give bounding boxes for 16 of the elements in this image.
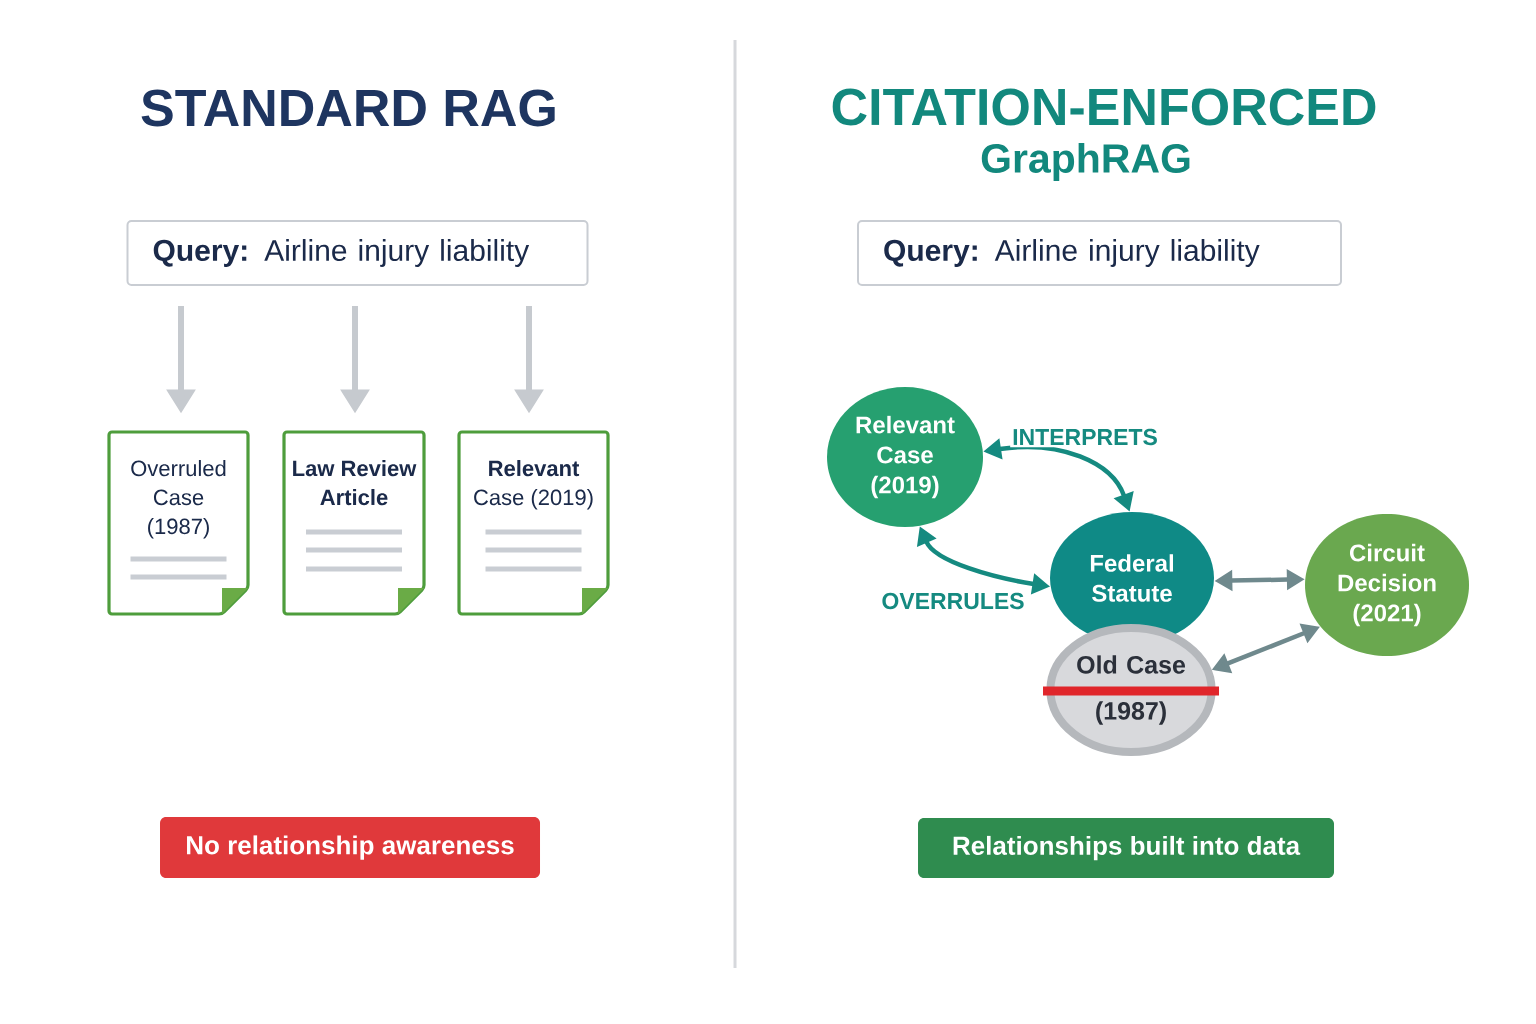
graph-node: Circuit Decision (2021) — [1305, 514, 1469, 656]
graph-node: Federal Statute — [1050, 512, 1214, 644]
subheading: GraphRAG — [981, 142, 1190, 182]
document-page: Overruled Case (1987) — [107, 430, 250, 616]
warning-banner: No relationship awareness — [160, 817, 540, 878]
edge-label: OVERRULES — [879, 590, 1027, 612]
query-box: Query: Airline injury liability — [857, 220, 1342, 286]
result-banner: Relationships built into data — [918, 818, 1334, 878]
heading: STANDARD RAG — [141, 89, 555, 127]
graph-node: Relevant Case (2019) — [827, 387, 983, 527]
graph-node: Old Case (1987) — [1046, 624, 1216, 756]
document-page: Law Review Article — [282, 430, 426, 616]
heading: CITATION-ENFORCED — [832, 88, 1376, 126]
document-page: Relevant Case (2019) — [457, 430, 610, 616]
query-box: Query: Airline injury liability — [126, 220, 589, 286]
edge-label: INTERPRETS — [1010, 426, 1160, 448]
